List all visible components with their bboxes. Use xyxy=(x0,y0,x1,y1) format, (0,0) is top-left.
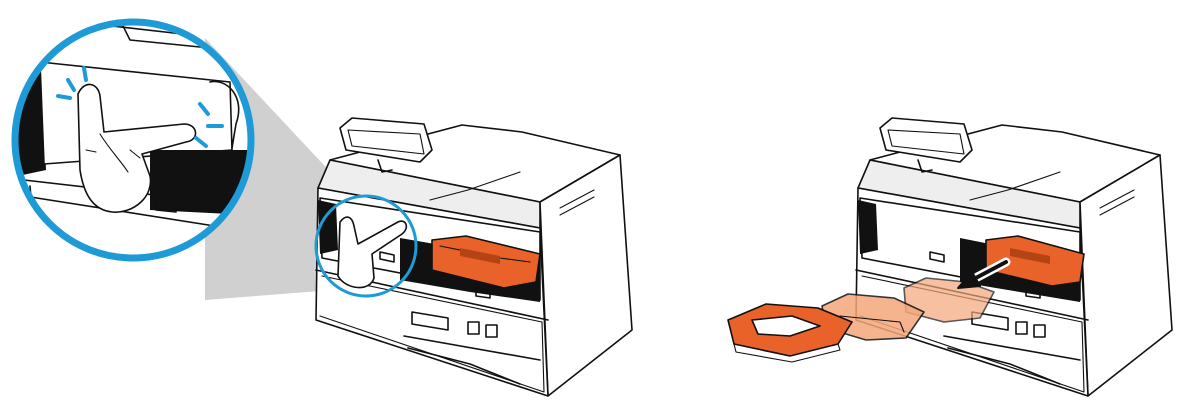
magnifier-target-icon xyxy=(314,194,418,298)
step-press-latches-panel xyxy=(11,18,633,397)
cartridge-icon xyxy=(727,303,853,363)
magnifier-icon xyxy=(11,18,255,262)
press-marks-icon xyxy=(56,66,224,148)
pull-arrow-icon xyxy=(957,257,1011,289)
hand-press-icon xyxy=(77,83,197,213)
step-pull-out-cartridge-panel xyxy=(727,117,1173,397)
cartridge-icon xyxy=(431,235,541,289)
